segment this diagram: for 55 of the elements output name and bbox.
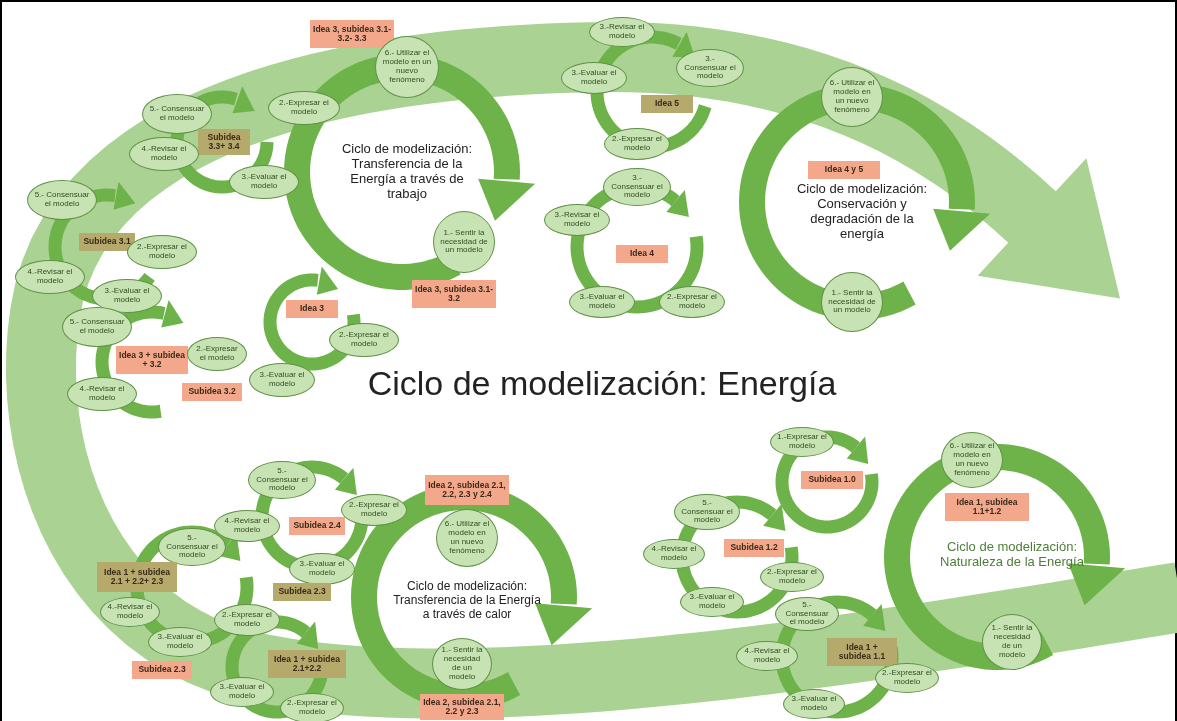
step-ellipse: 6.- Utilizar el modelo en un nuevo fenómeno [436, 509, 498, 567]
step-ellipse: 2.-Expresar el modelo [760, 562, 824, 592]
step-ellipse: 3.- Consensuar el modelo [603, 168, 671, 206]
step-ellipse: 1.- Sentir la necesidad de un modelo [433, 211, 495, 273]
step-ellipse: 1.- Sentir la necesidad de un modelo [432, 638, 492, 690]
step-ellipse: 2.-Expresar el modelo [187, 337, 247, 371]
idea-tag: Idea 4 [616, 245, 668, 263]
step-ellipse: 3.-Evaluar el modelo [783, 689, 845, 719]
idea-tag: Subidea 2.4 [289, 517, 345, 535]
step-ellipse: 1.-Expresar el modelo [770, 427, 834, 457]
step-ellipse: 5.- Consensuar el modelo [674, 494, 740, 530]
cycle-title: Ciclo de modelización: Transferencia de la Energía a través de calor [392, 580, 542, 622]
step-ellipse: 1.- Sentir la necesidad de un modelo [821, 272, 883, 332]
step-ellipse: 3.-Evaluar el modelo [229, 165, 299, 199]
idea-tag: Idea 2, subidea 2.1, 2.2 y 2.3 [420, 694, 504, 720]
idea-tag: Subidea 3.1 [79, 233, 135, 251]
idea-tag: Idea 1, subidea 1.1+1.2 [945, 493, 1029, 521]
idea-tag: Idea 1 + subidea 2.1 + 2.2+ 2.3 [97, 562, 177, 592]
step-ellipse: 3.-Evaluar el modelo [569, 286, 635, 318]
step-ellipse: 3.-Revisar el modelo [544, 204, 610, 236]
idea-tag: Subidea 3.2 [182, 383, 242, 401]
step-ellipse: 5.- Consensuar el modelo [158, 528, 226, 566]
step-ellipse: 3.-Revisar el modelo [589, 17, 655, 47]
idea-tag: Idea 3 + subidea + 3.2 [116, 346, 188, 374]
step-ellipse: 2.-Expresar el modelo [659, 286, 725, 318]
idea-tag: Idea 3 [286, 300, 338, 318]
idea-tag: Idea 1 + subidea 1.1 [827, 638, 897, 666]
step-ellipse: 4.-Revisar el modelo [643, 539, 705, 569]
idea-tag: Subidea 1.2 [724, 539, 784, 557]
idea-tag: Subidea 2.3 [273, 583, 331, 601]
step-ellipse: 2.-Expresar el modelo [604, 128, 670, 160]
cycle-title: Ciclo de modelización: Conservación y degradación de la energía [795, 182, 929, 242]
step-ellipse: 3.-Evaluar el modelo [289, 553, 355, 585]
step-ellipse: 5.- Consensuar el modelo [27, 180, 97, 220]
step-ellipse: 3.-Evaluar el modelo [680, 587, 744, 617]
idea-tag: Idea 5 [641, 95, 693, 113]
step-ellipse: 6.- Utilizar el modelo en un nuevo fenómeno [941, 432, 1003, 488]
step-ellipse: 2.-Expresar el modelo [329, 323, 399, 357]
step-ellipse: 3.-Evaluar el modelo [92, 279, 162, 313]
step-ellipse: 2.-Expresar el modelo [341, 494, 407, 526]
cycle-title: Ciclo de modelización: Naturaleza de la Energía [939, 540, 1085, 570]
step-ellipse: 5.- Consensuar el modelo [248, 461, 316, 499]
idea-tag: Idea 4 y 5 [808, 161, 880, 179]
cycle-title: Ciclo de modelización: Transferencia de la Energía a través de trabajo [340, 142, 474, 202]
idea-tag: Idea 1 + subidea 2.1+2.2 [268, 650, 346, 678]
diagram-title: Ciclo de modelización: Energía [366, 364, 838, 404]
step-ellipse: 4.-Revisar el modelo [214, 510, 280, 542]
idea-tag: Subidea 3.3+ 3.4 [198, 129, 250, 155]
idea-tag: Subidea 2.3 [132, 661, 192, 679]
idea-tag: Subidea 1.0 [801, 471, 863, 489]
step-ellipse: 3.-Evaluar el modelo [249, 363, 315, 397]
idea-tag: Idea 2, subidea 2.1, 2.2, 2.3 y 2.4 [425, 475, 509, 505]
idea-tag: Idea 3, subidea 3.1-3.2 [412, 280, 496, 308]
idea-tag: Idea 3, subidea 3.1-3.2- 3.3 [310, 20, 394, 48]
step-ellipse: 2.-Expresar el modelo [214, 604, 280, 636]
